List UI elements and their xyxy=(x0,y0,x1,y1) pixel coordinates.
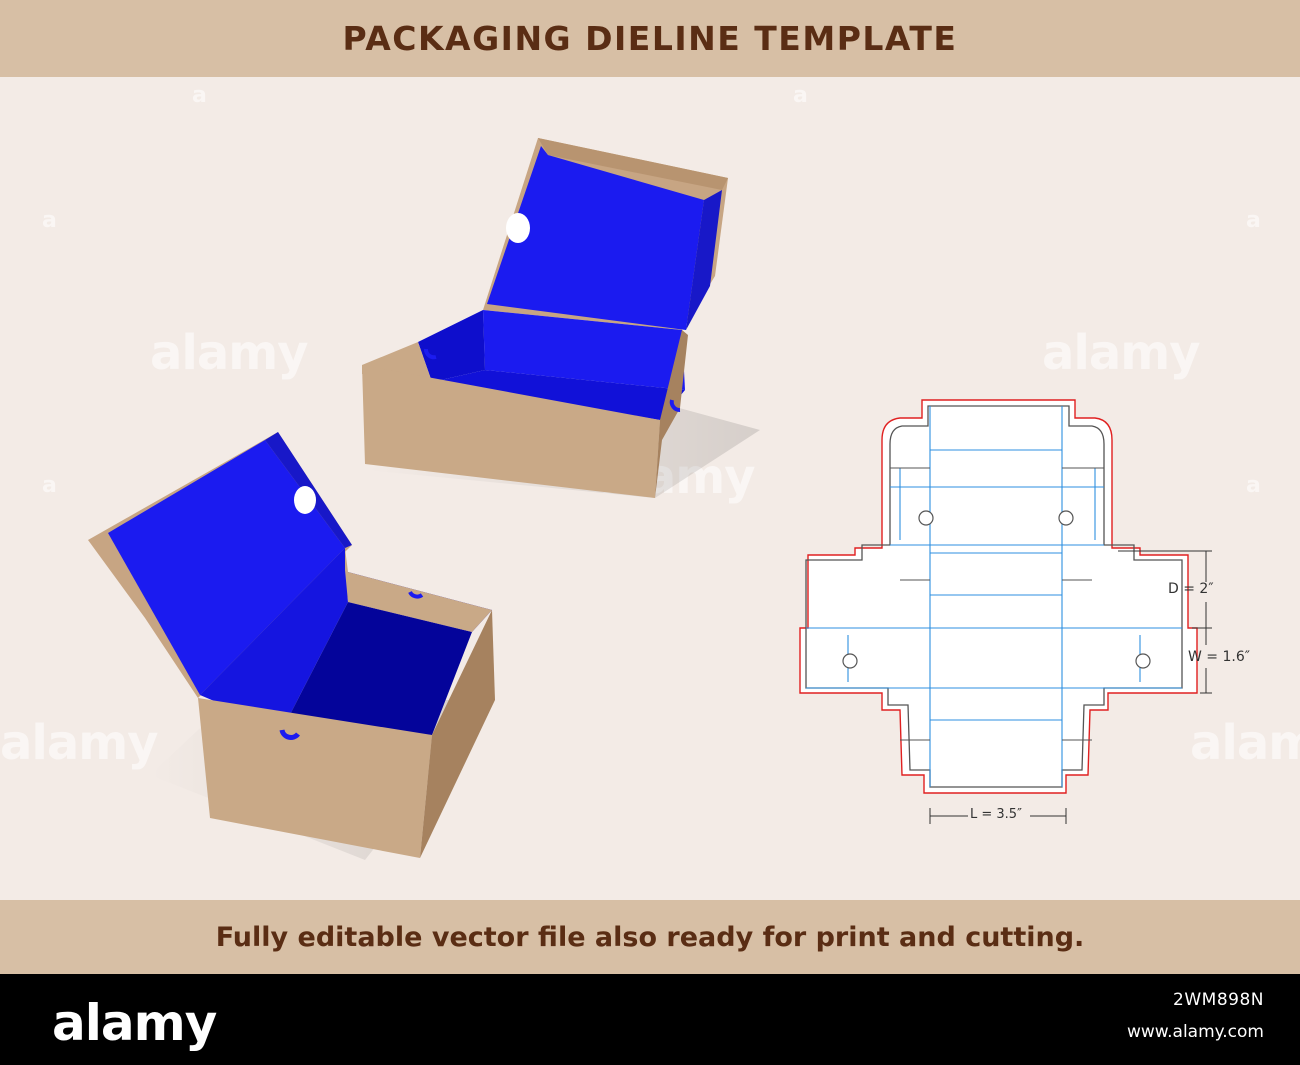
header-banner: PACKAGING DIELINE TEMPLATE xyxy=(0,0,1300,77)
wall-notch xyxy=(408,590,424,599)
footer-banner: Fully editable vector file also ready fo… xyxy=(0,900,1300,974)
watermark-mark: a xyxy=(42,208,57,233)
watermark-mark: a xyxy=(1246,473,1261,498)
stock-photo-bar: alamy 2WM898N www.alamy.com xyxy=(0,974,1300,1065)
watermark-mark: a xyxy=(793,83,808,108)
dieline-hole xyxy=(842,653,858,669)
watermark-mark: a xyxy=(1246,208,1261,233)
stock-url: www.alamy.com xyxy=(1126,1022,1264,1042)
wall-notch xyxy=(669,399,681,412)
box-top-rim xyxy=(345,548,492,632)
watermark: alamy xyxy=(0,715,159,771)
open-box-large xyxy=(362,138,760,498)
interior-back-wall xyxy=(200,548,348,730)
box-front-wall xyxy=(362,365,660,498)
depth-dimension-label: D = 2″ xyxy=(1168,581,1214,597)
dieline-hole xyxy=(1135,653,1151,669)
stock-info: 2WM898N www.alamy.com xyxy=(1127,990,1264,1042)
interior-floor xyxy=(432,370,685,420)
interior-left-wall xyxy=(418,310,485,382)
box-front-wall xyxy=(198,698,432,858)
watermark: alamy xyxy=(1190,715,1300,771)
dieline-fold-lines xyxy=(806,406,1182,787)
watermark: alamy xyxy=(1042,325,1201,381)
lid-thumb-hole xyxy=(294,486,316,514)
wall-notch xyxy=(279,729,300,740)
dieline-diagram xyxy=(799,399,1212,824)
dieline-hole xyxy=(918,510,934,526)
lid-thumb-hole xyxy=(506,213,530,243)
interior-floor xyxy=(282,602,472,735)
stock-image-id: 2WM898N xyxy=(1173,990,1264,1010)
lid-inner-panel xyxy=(108,440,345,695)
dieline-cut-outline xyxy=(799,399,1198,794)
box-right-wall xyxy=(420,610,495,858)
width-dimension-label: W = 1.6″ xyxy=(1188,649,1250,665)
lid-side-panel xyxy=(686,190,722,330)
watermark: alamy xyxy=(150,325,309,381)
length-dimension-label: L = 3.5″ xyxy=(970,807,1022,822)
dimension-lines xyxy=(929,550,1212,824)
illustration-area: a a a a alamy alamy alamy a a alamy alam… xyxy=(0,77,1300,900)
lid-top-rim xyxy=(538,138,728,190)
interior-back-wall xyxy=(483,310,685,390)
watermark-mark: a xyxy=(42,473,57,498)
watermark-mark: a xyxy=(192,83,207,108)
dieline-hole xyxy=(1058,510,1074,526)
page-title: PACKAGING DIELINE TEMPLATE xyxy=(342,19,958,58)
open-box-small xyxy=(88,432,495,860)
box-right-wall xyxy=(655,330,688,498)
box-illustration xyxy=(88,138,1212,860)
stock-logo: alamy xyxy=(52,994,217,1052)
footer-caption: Fully editable vector file also ready fo… xyxy=(215,921,1085,953)
lid-inner-panel xyxy=(487,146,704,330)
wall-notch xyxy=(424,348,437,360)
